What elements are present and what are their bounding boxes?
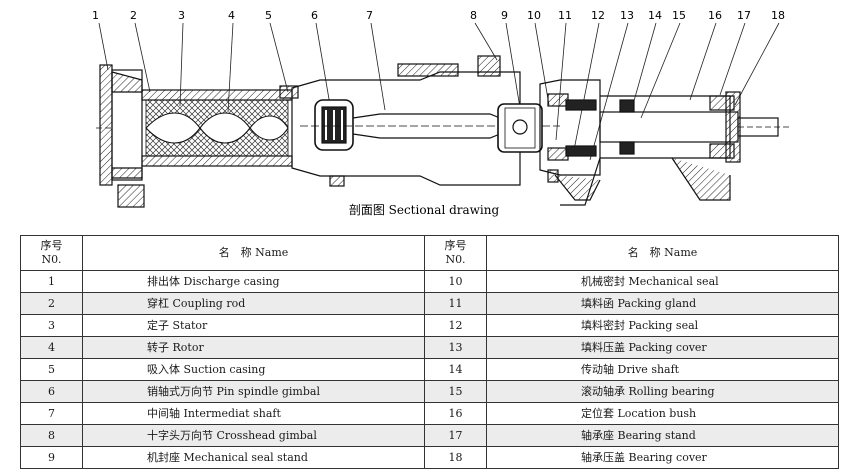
callout-4: 4 bbox=[228, 9, 235, 22]
callout-8: 8 bbox=[470, 9, 477, 22]
row-name-left: 中间轴 Intermediat shaft bbox=[82, 402, 425, 425]
row-name-left: 定子 Stator bbox=[82, 314, 425, 337]
row-name-right: 填料密封 Packing seal bbox=[486, 314, 839, 337]
row-name-left: 排出体 Discharge casing bbox=[82, 270, 425, 293]
rotor bbox=[145, 112, 289, 144]
bearing-stand bbox=[560, 91, 741, 206]
callout-5: 5 bbox=[265, 9, 272, 22]
sectional-drawing: 1 2 3 4 5 6 7 8 9 10 11 12 13 14 15 16 1… bbox=[92, 9, 790, 217]
row-no-left: 3 bbox=[20, 314, 83, 337]
row-no-right: 18 bbox=[424, 446, 487, 469]
table-row: 7 中间轴 Intermediat shaft 16 定位套 Location … bbox=[20, 402, 839, 425]
table-row: 8 十字头万向节 Crosshead gimbal 17 轴承座 Bearing… bbox=[20, 424, 839, 447]
callout-15: 15 bbox=[672, 9, 686, 22]
header-no-right-en: N0. bbox=[445, 253, 466, 266]
crosshead-gimbal bbox=[497, 103, 543, 153]
callout-13: 13 bbox=[620, 9, 634, 22]
table-row: 1 排出体 Discharge casing 10 机械密封 Mechanica… bbox=[20, 270, 839, 293]
row-name-right: 轴承座 Bearing stand bbox=[486, 424, 839, 447]
header-no-left-en: N0. bbox=[41, 253, 62, 266]
row-name-left: 吸入体 Suction casing bbox=[82, 358, 425, 381]
header-no-right-cn: 序号 bbox=[444, 239, 467, 252]
header-no-right: 序号 N0. bbox=[424, 235, 487, 271]
header-name-right: 名 称 Name bbox=[486, 235, 839, 271]
callout-11: 11 bbox=[558, 9, 572, 22]
callout-leaders bbox=[98, 22, 780, 161]
callout-numbers: 1 2 3 4 5 6 7 8 9 10 11 12 13 14 15 16 1… bbox=[92, 9, 785, 22]
row-no-right: 15 bbox=[424, 380, 487, 403]
row-name-left: 销轴式万向节 Pin spindle gimbal bbox=[82, 380, 425, 403]
callout-7: 7 bbox=[366, 9, 373, 22]
callout-14: 14 bbox=[648, 9, 662, 22]
callout-10: 10 bbox=[527, 9, 541, 22]
table-row: 5 吸入体 Suction casing 14 传动轴 Drive shaft bbox=[20, 358, 839, 381]
discharge-casing bbox=[96, 64, 145, 208]
header-name-left: 名 称 Name bbox=[82, 235, 425, 271]
seal-stand bbox=[539, 79, 601, 201]
row-name-right: 机械密封 Mechanical seal bbox=[486, 270, 839, 293]
row-name-left: 穿杠 Coupling rod bbox=[82, 292, 425, 315]
pin-spindle-gimbal bbox=[314, 99, 354, 151]
row-no-left: 4 bbox=[20, 336, 83, 359]
row-no-right: 16 bbox=[424, 402, 487, 425]
row-no-right: 13 bbox=[424, 336, 487, 359]
row-no-left: 8 bbox=[20, 424, 83, 447]
row-no-left: 7 bbox=[20, 402, 83, 425]
table-row: 4 转子 Rotor 13 填料压盖 Packing cover bbox=[20, 336, 839, 359]
row-name-right: 填料函 Packing gland bbox=[486, 292, 839, 315]
drive-shaft bbox=[599, 111, 790, 143]
row-no-left: 5 bbox=[20, 358, 83, 381]
callout-18: 18 bbox=[771, 9, 785, 22]
row-no-left: 1 bbox=[20, 270, 83, 293]
suction-casing bbox=[279, 55, 521, 187]
callout-12: 12 bbox=[591, 9, 605, 22]
callout-1: 1 bbox=[92, 9, 99, 22]
table-row: 6 销轴式万向节 Pin spindle gimbal 15 滚动轴承 Roll… bbox=[20, 380, 839, 403]
header-no-left-cn: 序号 bbox=[40, 239, 63, 252]
callout-3: 3 bbox=[178, 9, 185, 22]
parts-table: 序号 N0. 名 称 Name 序号 N0. 名 称 Name 1 排出体 Di… bbox=[20, 235, 839, 469]
row-name-right: 滚动轴承 Rolling bearing bbox=[486, 380, 839, 403]
row-name-right: 填料压盖 Packing cover bbox=[486, 336, 839, 359]
row-no-right: 10 bbox=[424, 270, 487, 293]
row-name-left: 机封座 Mechanical seal stand bbox=[82, 446, 425, 469]
callout-2: 2 bbox=[130, 9, 137, 22]
row-no-left: 2 bbox=[20, 292, 83, 315]
row-no-right: 11 bbox=[424, 292, 487, 315]
row-name-right: 定位套 Location bush bbox=[486, 402, 839, 425]
row-name-left: 十字头万向节 Crosshead gimbal bbox=[82, 424, 425, 447]
row-name-left: 转子 Rotor bbox=[82, 336, 425, 359]
row-name-right: 轴承压盖 Bearing cover bbox=[486, 446, 839, 469]
intermediate-shaft bbox=[352, 113, 501, 139]
row-no-left: 6 bbox=[20, 380, 83, 403]
drawing-caption: 剖面图 Sectional drawing bbox=[349, 203, 500, 217]
row-name-right: 传动轴 Drive shaft bbox=[486, 358, 839, 381]
pump-assembly bbox=[96, 55, 790, 208]
table-row: 2 穿杠 Coupling rod 11 填料函 Packing gland bbox=[20, 292, 839, 315]
row-no-right: 14 bbox=[424, 358, 487, 381]
callout-6: 6 bbox=[311, 9, 318, 22]
table-row: 9 机封座 Mechanical seal stand 18 轴承压盖 Bear… bbox=[20, 446, 839, 469]
table-header-row: 序号 N0. 名 称 Name 序号 N0. 名 称 Name bbox=[20, 235, 839, 271]
callout-16: 16 bbox=[708, 9, 722, 22]
callout-17: 17 bbox=[737, 9, 751, 22]
table-row: 3 定子 Stator 12 填料密封 Packing seal bbox=[20, 314, 839, 337]
header-no-left: 序号 N0. bbox=[20, 235, 83, 271]
row-no-right: 12 bbox=[424, 314, 487, 337]
callout-9: 9 bbox=[501, 9, 508, 22]
row-no-left: 9 bbox=[20, 446, 83, 469]
row-no-right: 17 bbox=[424, 424, 487, 447]
